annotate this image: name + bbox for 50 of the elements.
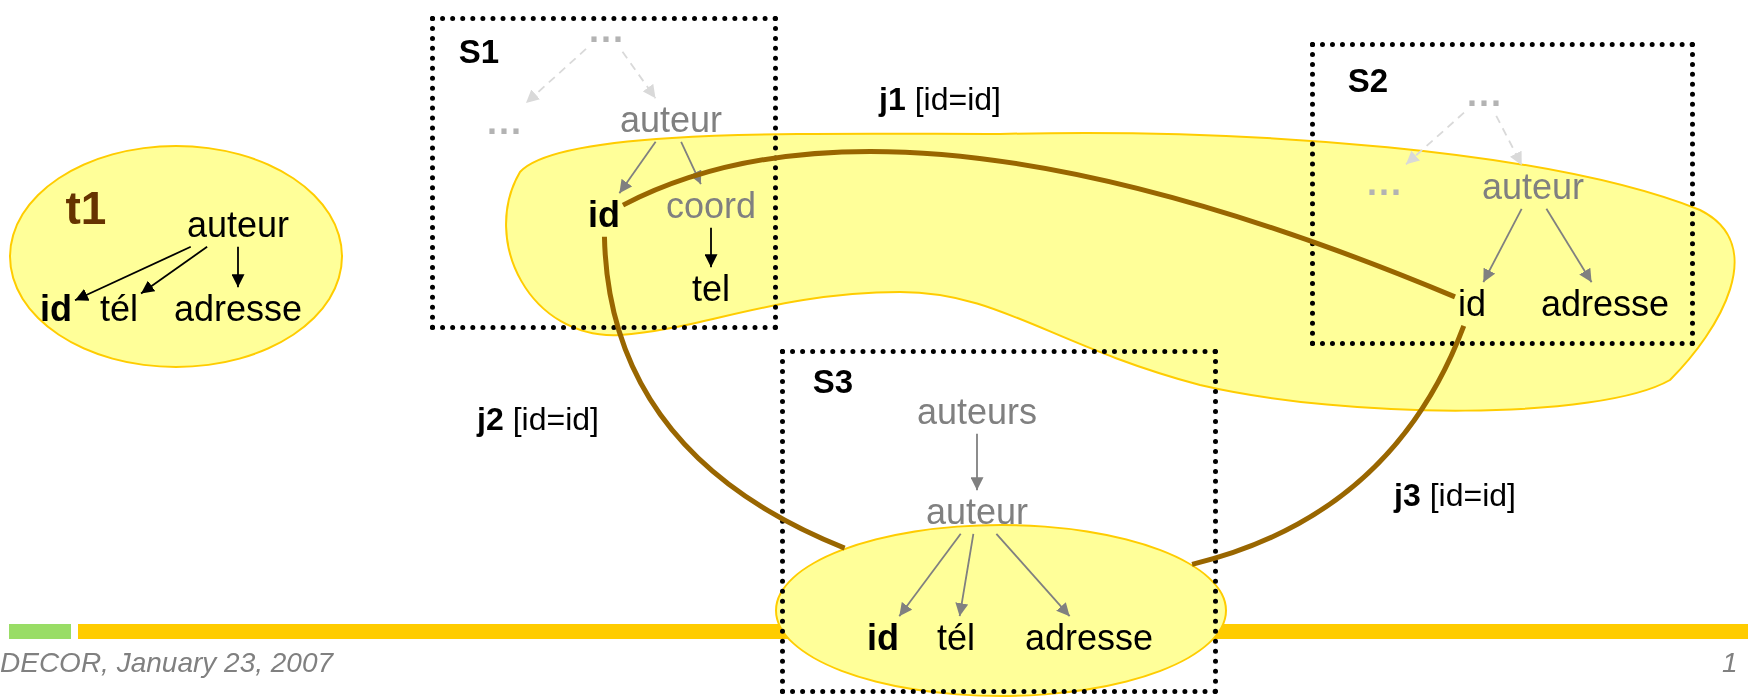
group-label: S2 (1346, 62, 1390, 100)
tree-node-label: id (1457, 284, 1487, 324)
dashed-arrow (525, 48, 587, 104)
group-label: S1 (457, 33, 501, 71)
tree-node-label: auteur (924, 492, 1030, 532)
tree-node-label: adresse (172, 289, 304, 329)
ellipsis-label: ... (1466, 74, 1504, 114)
join-line (622, 149, 1456, 300)
tree-node-label: coord (664, 186, 758, 226)
dotted-box (430, 16, 778, 330)
dotted-box (1310, 42, 1695, 346)
group-label: t1 (64, 182, 108, 234)
tree-arrow (231, 245, 245, 289)
tree-node-label: tel (691, 269, 731, 309)
ellipsis-label: ... (588, 10, 626, 50)
tree-node-label: tél (99, 289, 139, 329)
ellipsis-label: ... (1366, 163, 1404, 203)
tree-node-label: adresse (1023, 618, 1155, 658)
tree-arrow (995, 532, 1071, 618)
footer-text: DECOR, January 23, 2007 (0, 648, 334, 679)
tree-arrow (955, 532, 975, 618)
page-number: 1 (1722, 648, 1738, 679)
dashed-arrow (621, 50, 657, 100)
join-line (1191, 324, 1467, 567)
tree-arrow (140, 245, 208, 295)
dashed-arrow (1405, 111, 1465, 166)
tree-node-label: id (587, 195, 621, 235)
tree-node-label: id (866, 618, 900, 658)
tree-arrow (1545, 207, 1593, 284)
tree-arrow (1482, 207, 1523, 284)
tree-arrow (704, 226, 718, 269)
tree-arrow (618, 140, 657, 195)
tree-node-label: auteur (618, 100, 724, 140)
edge-label: j3 [id=id] (1394, 478, 1516, 514)
tree-node-label: auteur (185, 205, 291, 245)
tree-arrow (680, 140, 702, 186)
tree-node-label: tél (936, 618, 976, 658)
tree-arrow (74, 245, 192, 302)
tree-node-label: id (39, 289, 73, 329)
tree-arrow (898, 532, 962, 618)
ellipsis-label: ... (486, 102, 524, 142)
group-label: S3 (811, 363, 855, 401)
edge-label: j2 [id=id] (477, 402, 599, 438)
edge-label: j1 [id=id] (879, 82, 1001, 118)
tree-node-label: adresse (1539, 284, 1671, 324)
dashed-arrow (1495, 114, 1523, 167)
tree-arrow (970, 432, 984, 492)
join-line (601, 236, 846, 551)
tree-node-label: auteurs (915, 392, 1039, 432)
tree-node-label: auteur (1480, 167, 1586, 207)
